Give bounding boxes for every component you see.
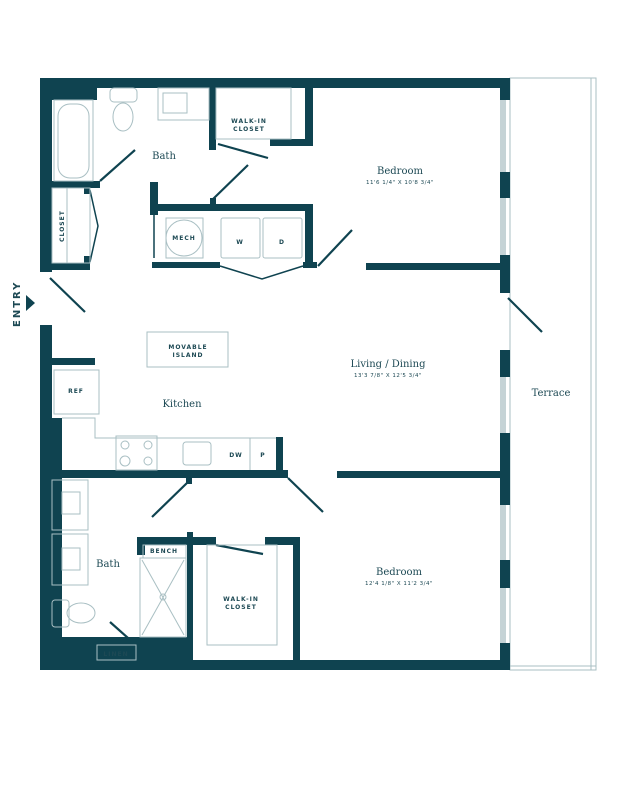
walkin-bottom-label: WALK-IN [223,596,259,603]
living-label: Living / Dining [351,359,427,370]
terrace-label: Terrace [532,388,571,399]
terrace [509,77,597,671]
entry-label: ENTRY [12,281,23,327]
living-dims: 13'3 7/8" X 12'5 3/4" [354,373,422,379]
washer-label: W [236,239,244,246]
walkin-top-label: WALK-IN [231,118,267,125]
ref-label: REF [68,388,84,395]
bedroom-bottom-label: Bedroom [376,567,422,578]
island-label: MOVABLE [168,344,207,351]
kitchen-label: Kitchen [162,399,202,410]
bedroom-top-label: Bedroom [377,166,423,177]
dryer-label: D [279,239,285,246]
walkin-top-label-2: CLOSET [233,126,265,133]
mech-label: MECH [172,235,196,242]
island-label-2: ISLAND [172,352,203,359]
bench-label: BENCH [150,548,178,555]
entry-arrow-icon [26,295,35,311]
fixtures [51,87,303,661]
walls [40,78,510,670]
pantry-label: P [260,452,265,459]
closet-label: CLOSET [59,210,66,242]
doors [49,142,543,639]
bath-bottom-label: Bath [96,559,120,570]
dw-label: DW [229,452,243,459]
walkin-bottom-label-2: CLOSET [225,604,257,611]
bath-top-label: Bath [152,151,176,162]
bedroom-top-dims: 11'6 1/4" X 10'8 3/4" [366,180,434,186]
bedroom-bottom-dims: 12'4 1/8" X 11'2 3/4" [365,581,433,587]
linen-label: LINEN [103,651,128,658]
